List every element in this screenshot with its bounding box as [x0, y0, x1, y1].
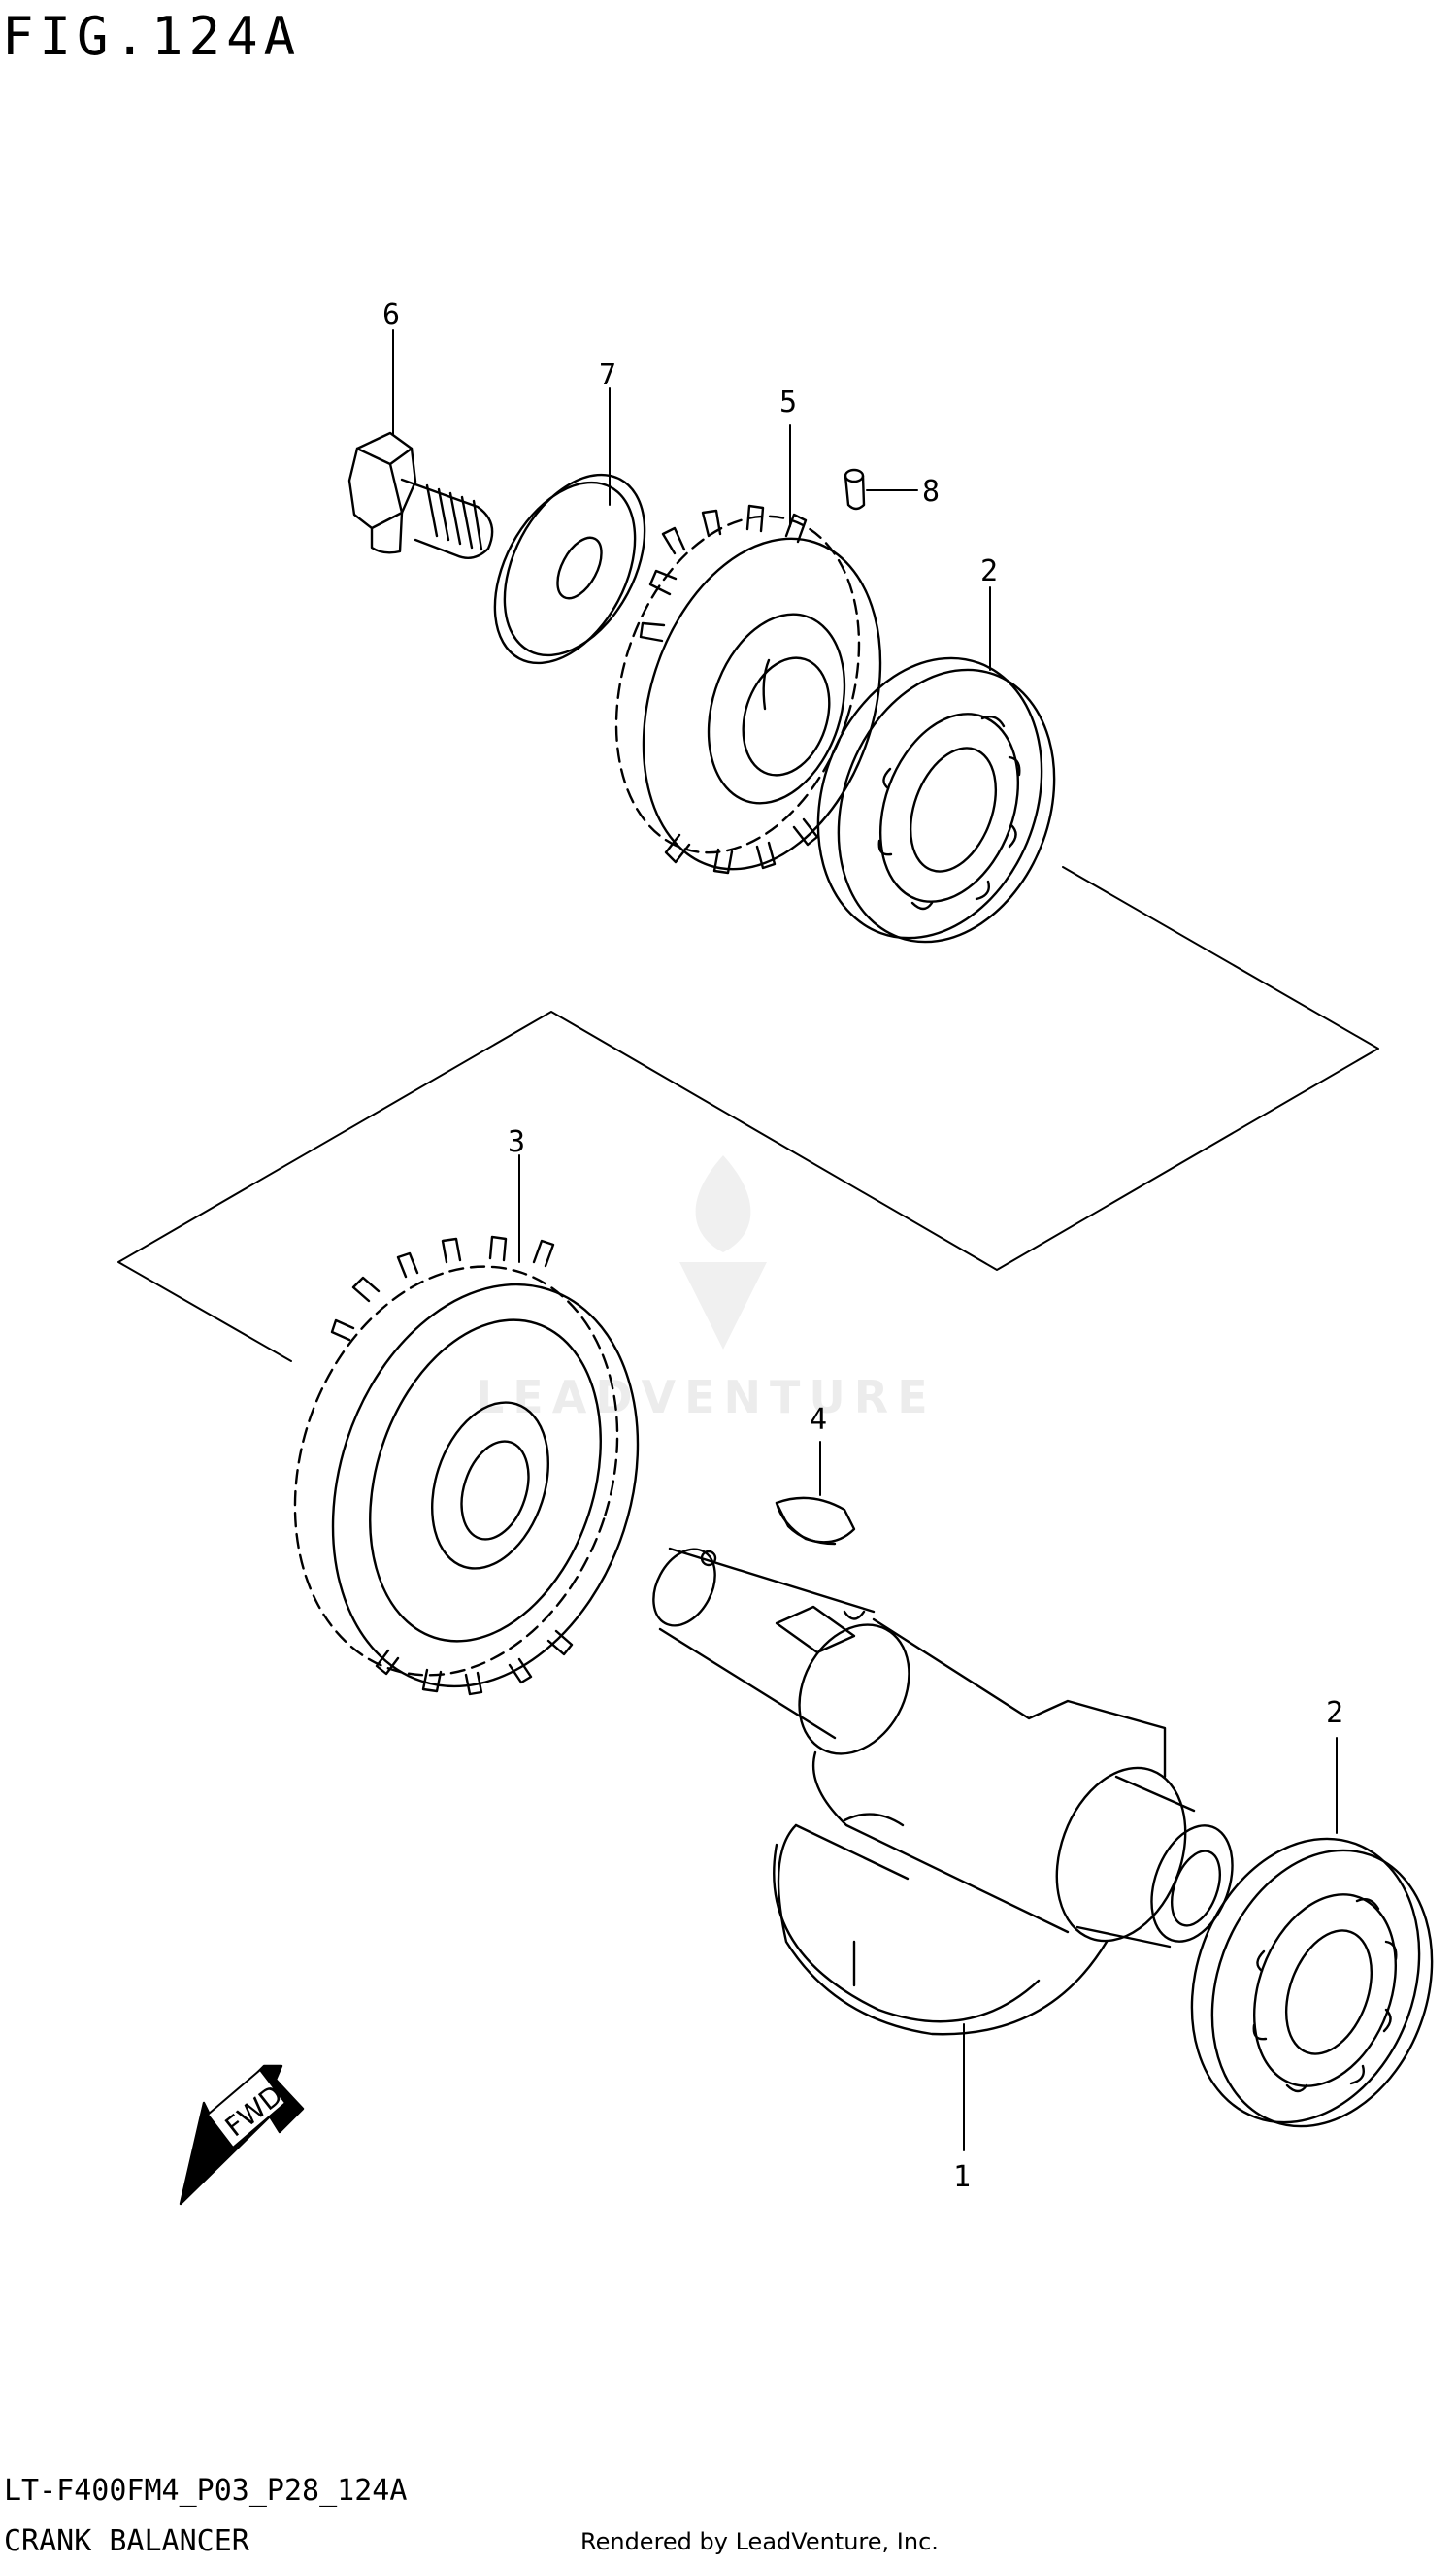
callout-1: 1	[953, 2160, 971, 2194]
balancer-shaft	[652, 1547, 1234, 2036]
callout-labels: 6 7 5 8 2 3 4 2 1	[382, 298, 1343, 2194]
driven-gear	[293, 1235, 640, 1696]
model-code: LT-F400FM4_P03_P28_124A	[4, 2474, 408, 2508]
callout-5: 5	[779, 385, 797, 419]
figure-title: FIG.124A	[2, 6, 302, 67]
drive-gear	[614, 504, 882, 875]
fwd-arrow-icon: FWD	[179, 2064, 305, 2206]
leader-lines	[392, 329, 1338, 2151]
callout-7: 7	[599, 358, 616, 392]
watermark-text: LEADVENTURE	[476, 1371, 937, 1423]
callout-8: 8	[922, 475, 940, 509]
callout-3: 3	[508, 1125, 525, 1159]
washer	[493, 473, 646, 665]
dowel-pin	[844, 468, 866, 511]
flange-bolt	[347, 431, 494, 559]
woodruff-key	[775, 1496, 856, 1546]
callout-6: 6	[382, 298, 400, 332]
callout-2-upper: 2	[980, 554, 998, 588]
figure-caption: CRANK BALANCER	[4, 2524, 249, 2558]
bearing-upper	[816, 656, 1056, 944]
callout-2-lower: 2	[1326, 1696, 1343, 1730]
watermark-flame-icon	[679, 1155, 767, 1350]
callout-4: 4	[810, 1403, 827, 1437]
rendered-by-credit: Rendered by LeadVenture, Inc.	[580, 2528, 939, 2555]
bearing-lower	[1190, 1837, 1434, 2128]
assembly-frame-upper	[117, 866, 1379, 1362]
watermark: LEADVENTURE	[476, 1155, 937, 1423]
